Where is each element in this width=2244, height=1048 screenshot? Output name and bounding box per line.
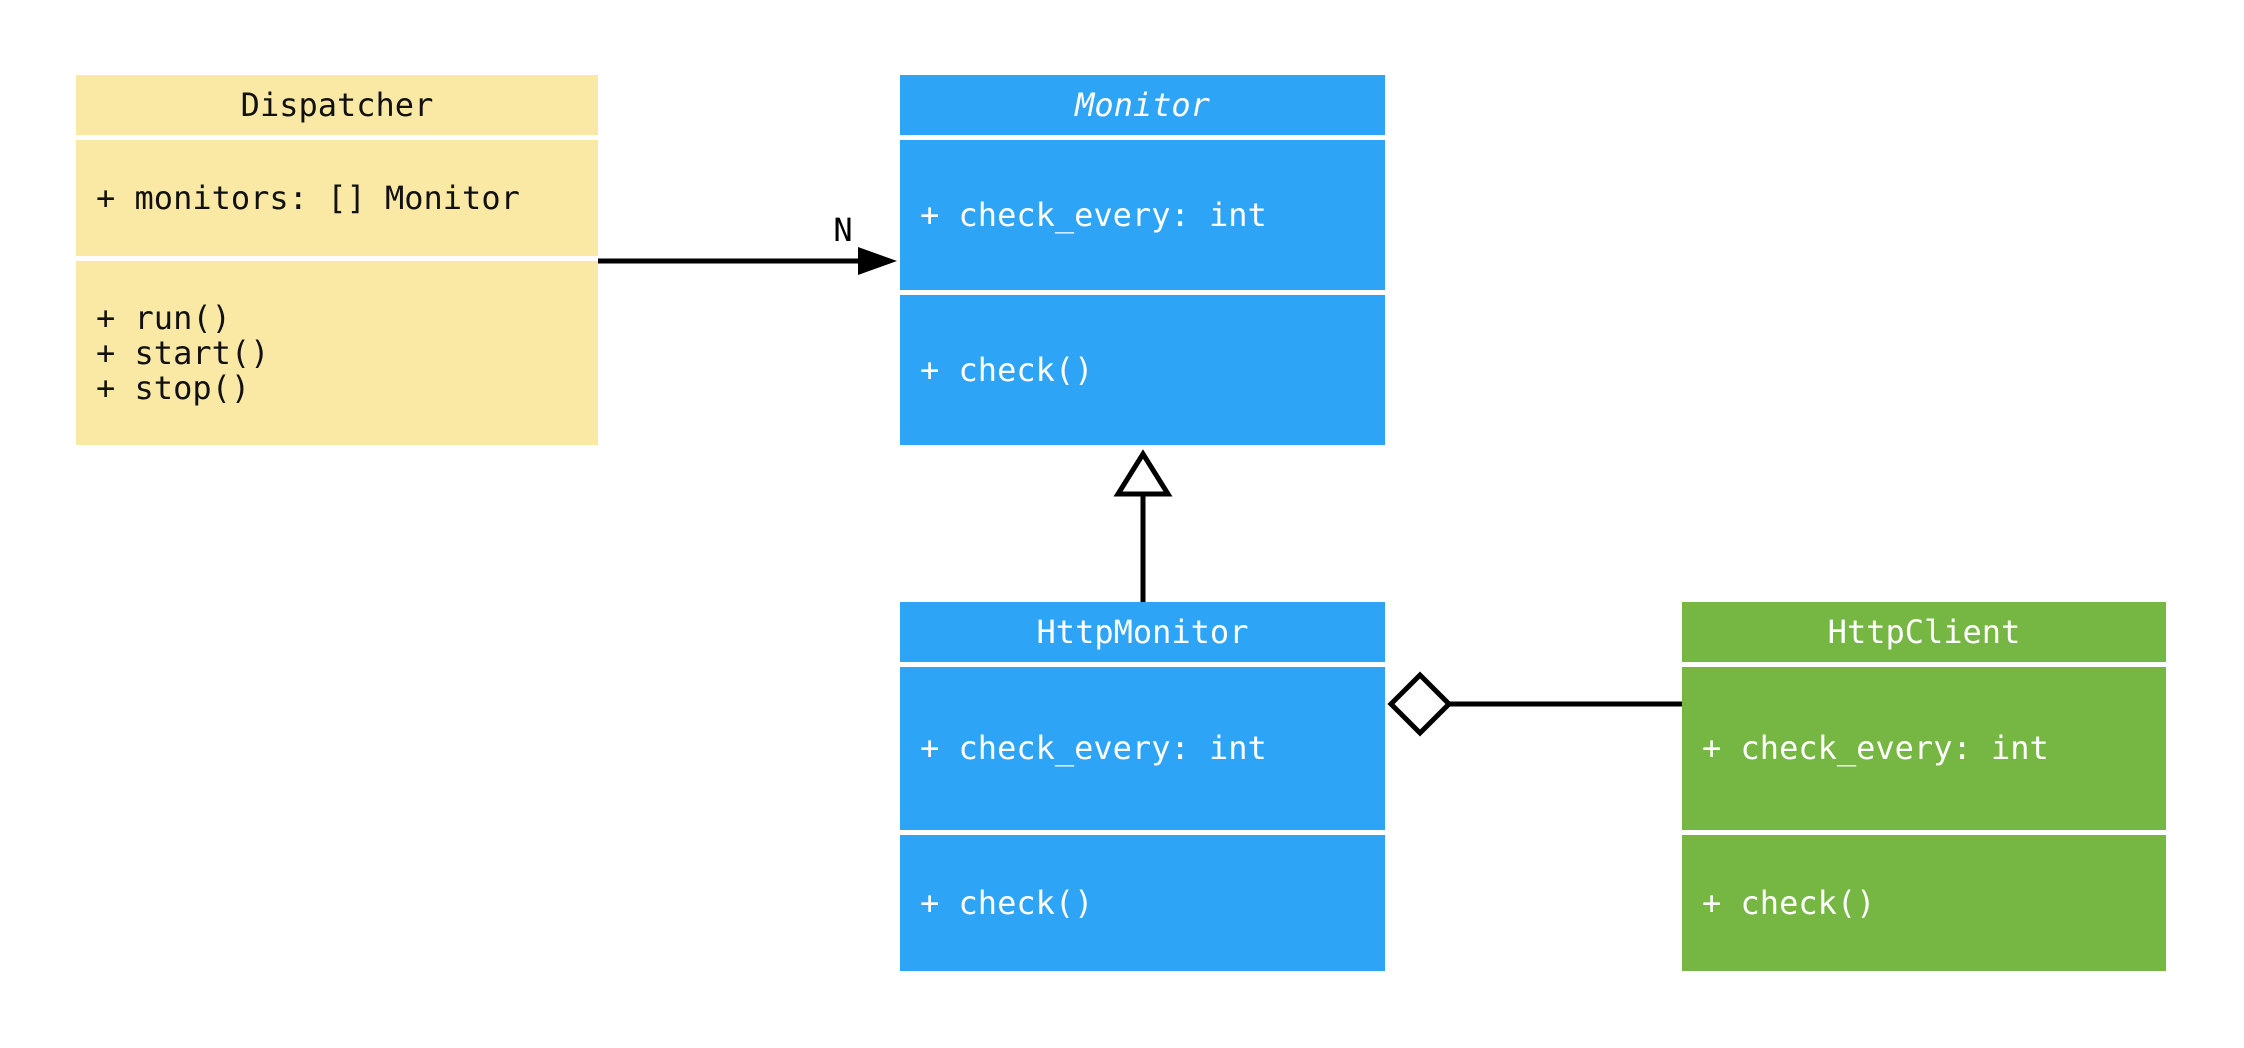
class-methods-monitor: + check() <box>900 295 1385 445</box>
generalization-hollow-triangle-icon <box>1113 449 1173 497</box>
method: + start() <box>96 333 270 372</box>
method: + check() <box>1702 883 1876 922</box>
method: + check() <box>920 883 1094 922</box>
attribute: + monitors: [] Monitor <box>96 178 520 217</box>
attribute: + check_every: int <box>920 729 1267 767</box>
class-box-http-monitor: HttpMonitor + check_every: int + check() <box>900 602 1385 971</box>
method: + check() <box>920 350 1094 389</box>
multiplicity-label: N <box>833 211 853 249</box>
class-box-dispatcher: Dispatcher + monitors: [] Monitor + run(… <box>76 75 598 445</box>
class-title-monitor: Monitor <box>900 75 1385 135</box>
class-attributes-http-monitor: + check_every: int <box>900 667 1385 830</box>
attribute: + check_every: int <box>1702 729 2049 767</box>
aggregation-hollow-diamond-icon <box>1387 671 1453 737</box>
association-arrowhead-icon <box>858 247 897 275</box>
class-attributes-monitor: + check_every: int <box>900 140 1385 290</box>
method: + run() <box>96 298 231 337</box>
method: + stop() <box>96 368 251 407</box>
class-methods-http-monitor: + check() <box>900 835 1385 971</box>
class-methods-dispatcher: + run() + start() + stop() <box>76 261 598 445</box>
class-attributes-dispatcher: + monitors: [] Monitor <box>76 140 598 256</box>
class-attributes-http-client: + check_every: int <box>1682 667 2166 830</box>
class-box-http-client: HttpClient + check_every: int + check() <box>1682 602 2166 971</box>
class-box-monitor: Monitor + check_every: int + check() <box>900 75 1385 445</box>
class-methods-http-client: + check() <box>1682 835 2166 971</box>
attribute: + check_every: int <box>920 195 1267 234</box>
class-title-http-monitor: HttpMonitor <box>900 602 1385 662</box>
class-title-http-client: HttpClient <box>1682 602 2166 662</box>
class-title-dispatcher: Dispatcher <box>76 75 598 135</box>
